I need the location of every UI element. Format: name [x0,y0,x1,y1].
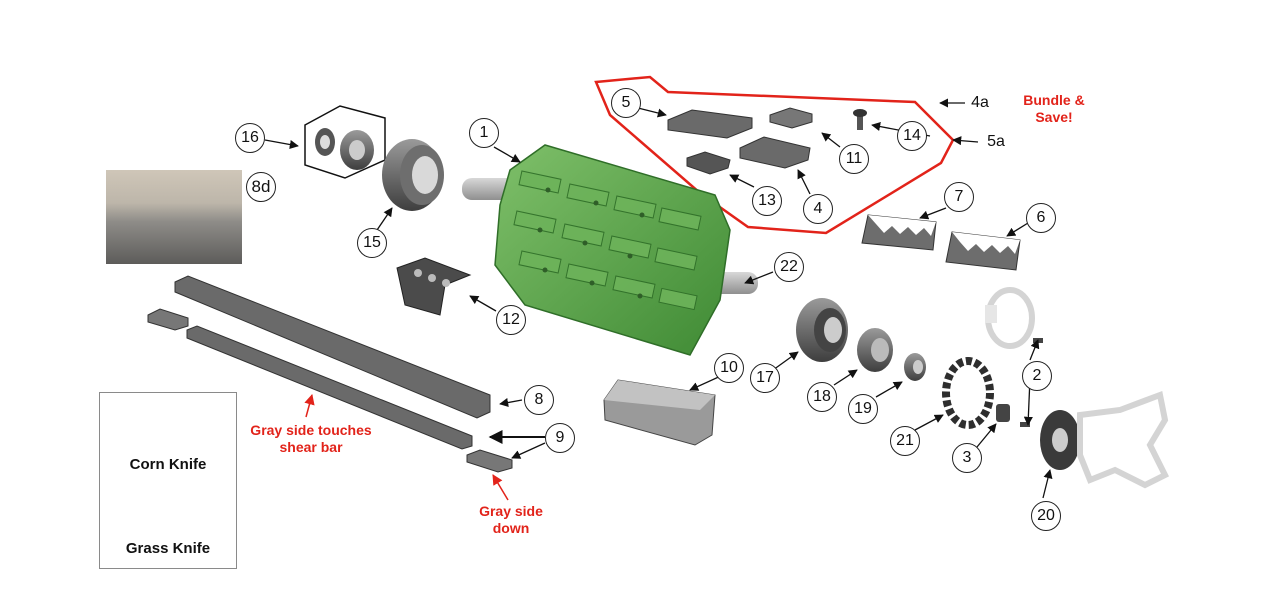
drive-side-parts [796,287,1170,489]
flange-15 [382,139,444,211]
label-4a: 4a [971,94,989,111]
callout-21: 21 [890,426,920,456]
gray-side-down-note: Gray side down [479,503,543,537]
callout-12: 12 [496,305,526,335]
callout-7: 7 [944,182,974,212]
serrated-knives [861,214,1021,271]
bundle-save-line2: Save! [1035,109,1073,125]
callout-20: 20 [1031,501,1061,531]
callout-4: 4 [803,194,833,224]
callout-6: 6 [1026,203,1056,233]
callout-13: 13 [752,186,782,216]
callout-8: 8 [524,385,554,415]
gray-touch-line2: shear bar [279,439,343,455]
callout-8d: 8d [246,172,276,202]
knife-bars [147,275,513,473]
label-5a: 5a [987,133,1005,150]
gray-touch-line1: Gray side touches [250,422,372,438]
knife-parts-bundle [667,107,867,175]
callout-9: 9 [545,423,575,453]
photo-8d-texture [106,170,242,264]
bundle-save-line1: Bundle & [1023,92,1085,108]
callout-14: 14 [897,121,927,151]
bracket-12 [396,257,472,316]
callout-11: 11 [839,144,869,174]
callout-19: 19 [848,394,878,424]
callout-15: 15 [357,228,387,258]
bundle-save-note: Bundle & Save! [1023,92,1084,126]
knife-type-legend: Corn Knife Grass Knife [99,392,237,569]
callout-22: 22 [774,252,804,282]
legend-corn-knife-label: Corn Knife [129,456,207,473]
bundle-outline [594,75,955,235]
callout-5: 5 [611,88,641,118]
gray-down-line1: Gray side [479,503,543,519]
callout-16: 16 [235,123,265,153]
callout-2: 2 [1022,361,1052,391]
callout-10: 10 [714,353,744,383]
legend-grass-knife-label: Grass Knife [125,540,211,557]
callout-18: 18 [807,382,837,412]
red-leader-lines [304,393,509,501]
gray-down-line2: down [492,520,530,536]
callout-17: 17 [750,363,780,393]
callout-1: 1 [469,118,499,148]
callout-3: 3 [952,443,982,473]
gray-side-touches-note: Gray side touches shear bar [250,422,371,456]
shear-bar-10 [603,379,716,446]
bearing-set-16 [304,105,386,179]
cutterhead-drum [462,144,758,356]
